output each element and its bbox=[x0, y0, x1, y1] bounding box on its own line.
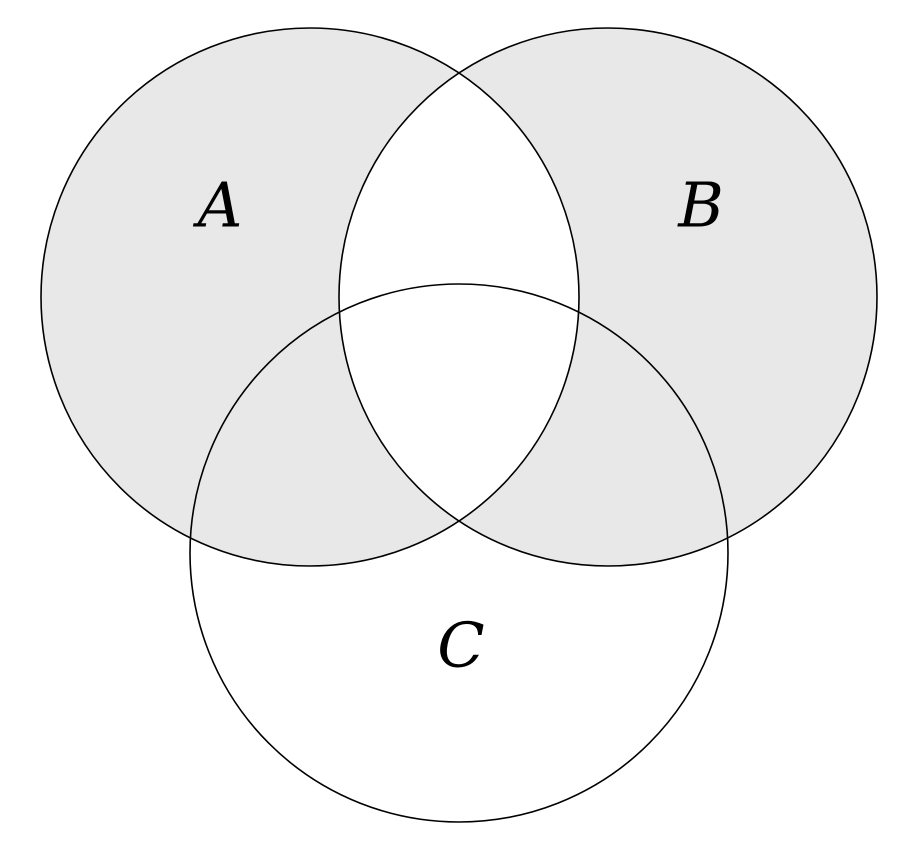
shaded-region-a-xor-b bbox=[40, 27, 878, 567]
set-label-a: A bbox=[193, 169, 243, 242]
set-label-c: C bbox=[437, 609, 484, 682]
circle-c bbox=[189, 283, 729, 823]
circle-b bbox=[338, 27, 878, 567]
set-label-b: B bbox=[677, 169, 724, 242]
circle-a bbox=[40, 27, 580, 567]
